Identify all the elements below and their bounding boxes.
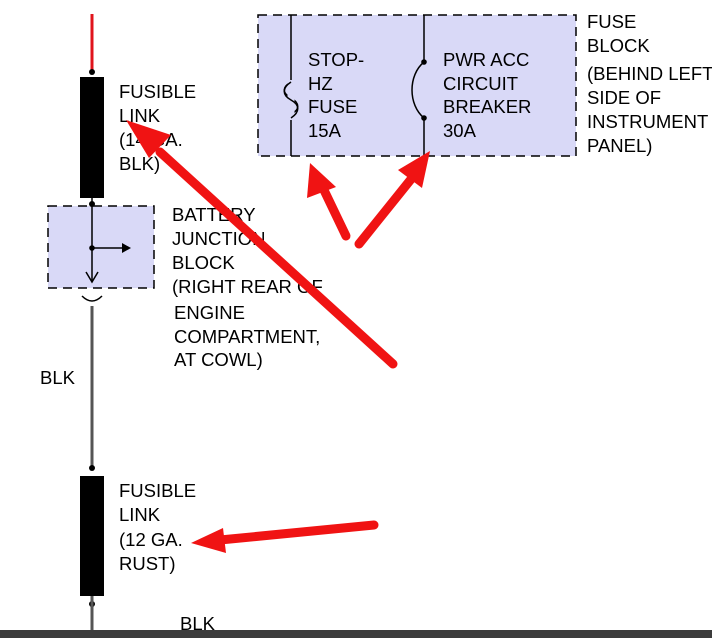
arrow-to-fusible-link-bottom xyxy=(215,520,379,545)
bottom-scroll-bar xyxy=(0,630,712,638)
arrow-to-fusible-link-top xyxy=(155,147,398,369)
wire-label-mid: BLK xyxy=(40,367,76,388)
junction-block-box xyxy=(47,205,155,289)
fusible-link-bottom xyxy=(80,476,104,596)
annotation-arrows xyxy=(126,120,430,553)
wire-label-bottom: BLK xyxy=(180,613,216,634)
circuit-breaker-symbol xyxy=(411,61,425,119)
fusible-link-bottom-label: FUSIBLE LINK (12 GA. RUST) xyxy=(119,480,201,574)
fusible-link-top xyxy=(80,77,104,198)
pwr-acc-breaker-label: PWR ACC CIRCUIT BREAKER 30A xyxy=(443,49,537,141)
arrow-to-stop-hz-fuse xyxy=(318,183,351,241)
arrow-to-pwr-acc-breaker xyxy=(354,173,417,249)
junction-arrow-down xyxy=(85,271,99,284)
junction-arrow-right xyxy=(122,243,131,253)
arrowhead-pwr-acc-breaker xyxy=(398,151,430,188)
arrowhead-fusible-link-bottom xyxy=(191,528,226,553)
arrowhead-fusible-link-top xyxy=(126,120,171,158)
stop-hz-fuse-label: STOP- HZ FUSE 15A xyxy=(308,49,369,141)
fuse-block-label: FUSE BLOCK (BEHIND LEFT SIDE OF INSTRUME… xyxy=(587,11,712,156)
connector-symbol xyxy=(81,295,103,302)
arrowhead-stop-hz-fuse xyxy=(307,163,336,198)
fuse-block-box xyxy=(257,14,577,157)
